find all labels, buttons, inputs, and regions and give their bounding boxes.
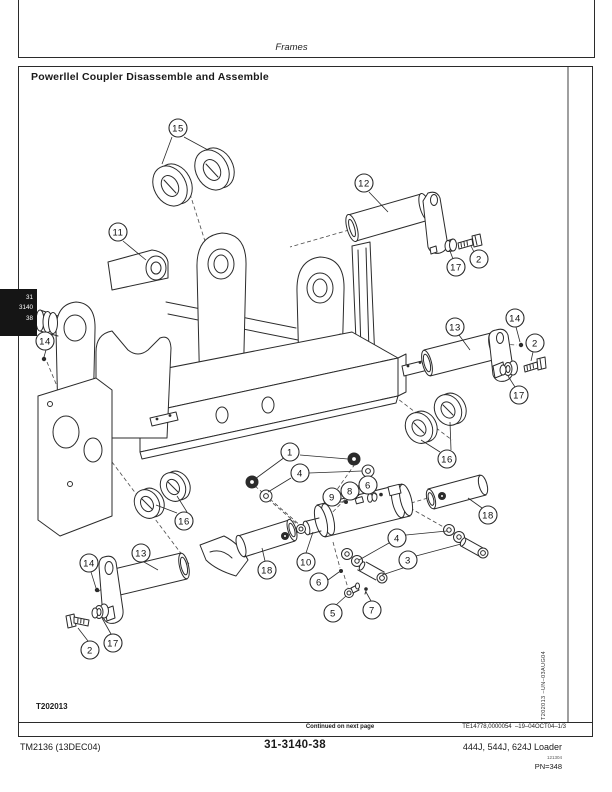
- svg-text:13: 13: [449, 322, 461, 333]
- svg-text:17: 17: [513, 390, 525, 401]
- callout-4: 4: [387, 528, 407, 548]
- document-code: TE14778,0000054 –19–04OCT04–1/3: [462, 724, 566, 730]
- washers-16-left: [133, 470, 191, 519]
- callout-10: 10: [296, 552, 316, 572]
- coupler-frame-weldment: [35, 232, 429, 577]
- content-frame: [18, 66, 593, 737]
- svg-text:17: 17: [450, 262, 462, 273]
- svg-text:6: 6: [316, 577, 322, 588]
- svg-text:15: 15: [172, 123, 184, 134]
- svg-text:6: 6: [365, 480, 371, 491]
- svg-text:4: 4: [394, 533, 400, 544]
- running-header-title: Frames: [275, 42, 308, 53]
- callout-3: 3: [398, 550, 418, 570]
- callout-7: 7: [362, 600, 382, 620]
- washers-15: [152, 147, 235, 207]
- callout-17: 17: [509, 385, 529, 405]
- svg-text:1: 1: [287, 447, 293, 458]
- svg-text:2: 2: [476, 254, 482, 265]
- callout-9: 9: [322, 487, 342, 507]
- svg-text:17: 17: [107, 638, 119, 649]
- svg-text:18: 18: [482, 510, 494, 521]
- link-rods-3-4: [341, 524, 489, 584]
- svg-text:13: 13: [135, 548, 147, 559]
- figure-id-label: T202013: [36, 702, 68, 711]
- callout-6: 6: [309, 572, 329, 592]
- callout-16: 16: [174, 511, 194, 531]
- callout-1: 1: [280, 442, 300, 462]
- svg-text:14: 14: [509, 313, 521, 324]
- callout-2: 2: [469, 249, 489, 269]
- callout-12: 12: [354, 173, 374, 193]
- callout-17: 17: [103, 633, 123, 653]
- svg-text:2: 2: [532, 338, 538, 349]
- pin-18-left: [235, 518, 298, 558]
- footer-date-code: 121304: [546, 755, 562, 760]
- callout-14: 14: [35, 331, 55, 351]
- callout-13: 13: [131, 543, 151, 563]
- footer-models: 444J, 544J, 624J Loader: [462, 742, 562, 752]
- svg-text:14: 14: [39, 336, 51, 347]
- callout-16: 16: [437, 449, 457, 469]
- callout-18: 18: [478, 505, 498, 525]
- callout-2: 2: [80, 640, 100, 660]
- svg-text:14: 14: [83, 558, 95, 569]
- svg-text:16: 16: [178, 516, 190, 527]
- fittings-5-6-7: [339, 569, 368, 598]
- section-tab-line: 3140: [18, 304, 33, 312]
- footer-page-number: 31-3140-38: [264, 739, 326, 751]
- section-tab-line: 31: [25, 294, 33, 301]
- callout-leader-lines: [43, 136, 534, 642]
- callout-13: 13: [445, 317, 465, 337]
- grease-fitting-14-left: [41, 356, 47, 362]
- svg-text:10: 10: [300, 557, 312, 568]
- footer-pn: PN=348: [534, 762, 562, 771]
- callout-8: 8: [340, 481, 360, 501]
- section-tab-line: 38: [25, 314, 33, 322]
- callout-17: 17: [446, 257, 466, 277]
- callout-4: 4: [290, 463, 310, 483]
- callout-2: 2: [525, 333, 545, 353]
- svg-text:11: 11: [112, 227, 123, 238]
- continued-note: Continued on next page: [305, 724, 375, 730]
- svg-text:16: 16: [441, 454, 453, 465]
- callout-15: 15: [168, 118, 188, 138]
- pin-18-right: [425, 474, 489, 510]
- callout-18: 18: [257, 560, 277, 580]
- callout-14: 14: [505, 308, 525, 328]
- svg-text:8: 8: [347, 486, 353, 497]
- washers-16-right: [404, 392, 467, 444]
- pin-12-assembly: [345, 191, 483, 255]
- svg-text:12: 12: [358, 178, 370, 189]
- svg-text:7: 7: [369, 605, 375, 616]
- svg-text:2: 2: [87, 645, 93, 656]
- page-title: Powerllel Coupler Disassemble and Assemb…: [31, 71, 269, 83]
- callout-6: 6: [358, 475, 378, 495]
- pin-13-left-assembly: [65, 552, 190, 629]
- footer-manual-number: TM2136 (13DEC04): [20, 742, 101, 752]
- callout-11: 11: [108, 222, 128, 242]
- section-tab: 31 3140 38: [0, 289, 37, 336]
- callout-5: 5: [323, 603, 343, 623]
- running-header-box: Frames: [18, 0, 595, 58]
- callout-14: 14: [79, 553, 99, 573]
- svg-text:9: 9: [329, 492, 335, 503]
- pin-13-right-assembly: [421, 328, 547, 382]
- svg-text:3: 3: [405, 555, 411, 566]
- svg-text:18: 18: [261, 565, 273, 576]
- svg-text:4: 4: [297, 468, 303, 479]
- svg-text:5: 5: [330, 608, 336, 619]
- figure-rules: [19, 67, 593, 723]
